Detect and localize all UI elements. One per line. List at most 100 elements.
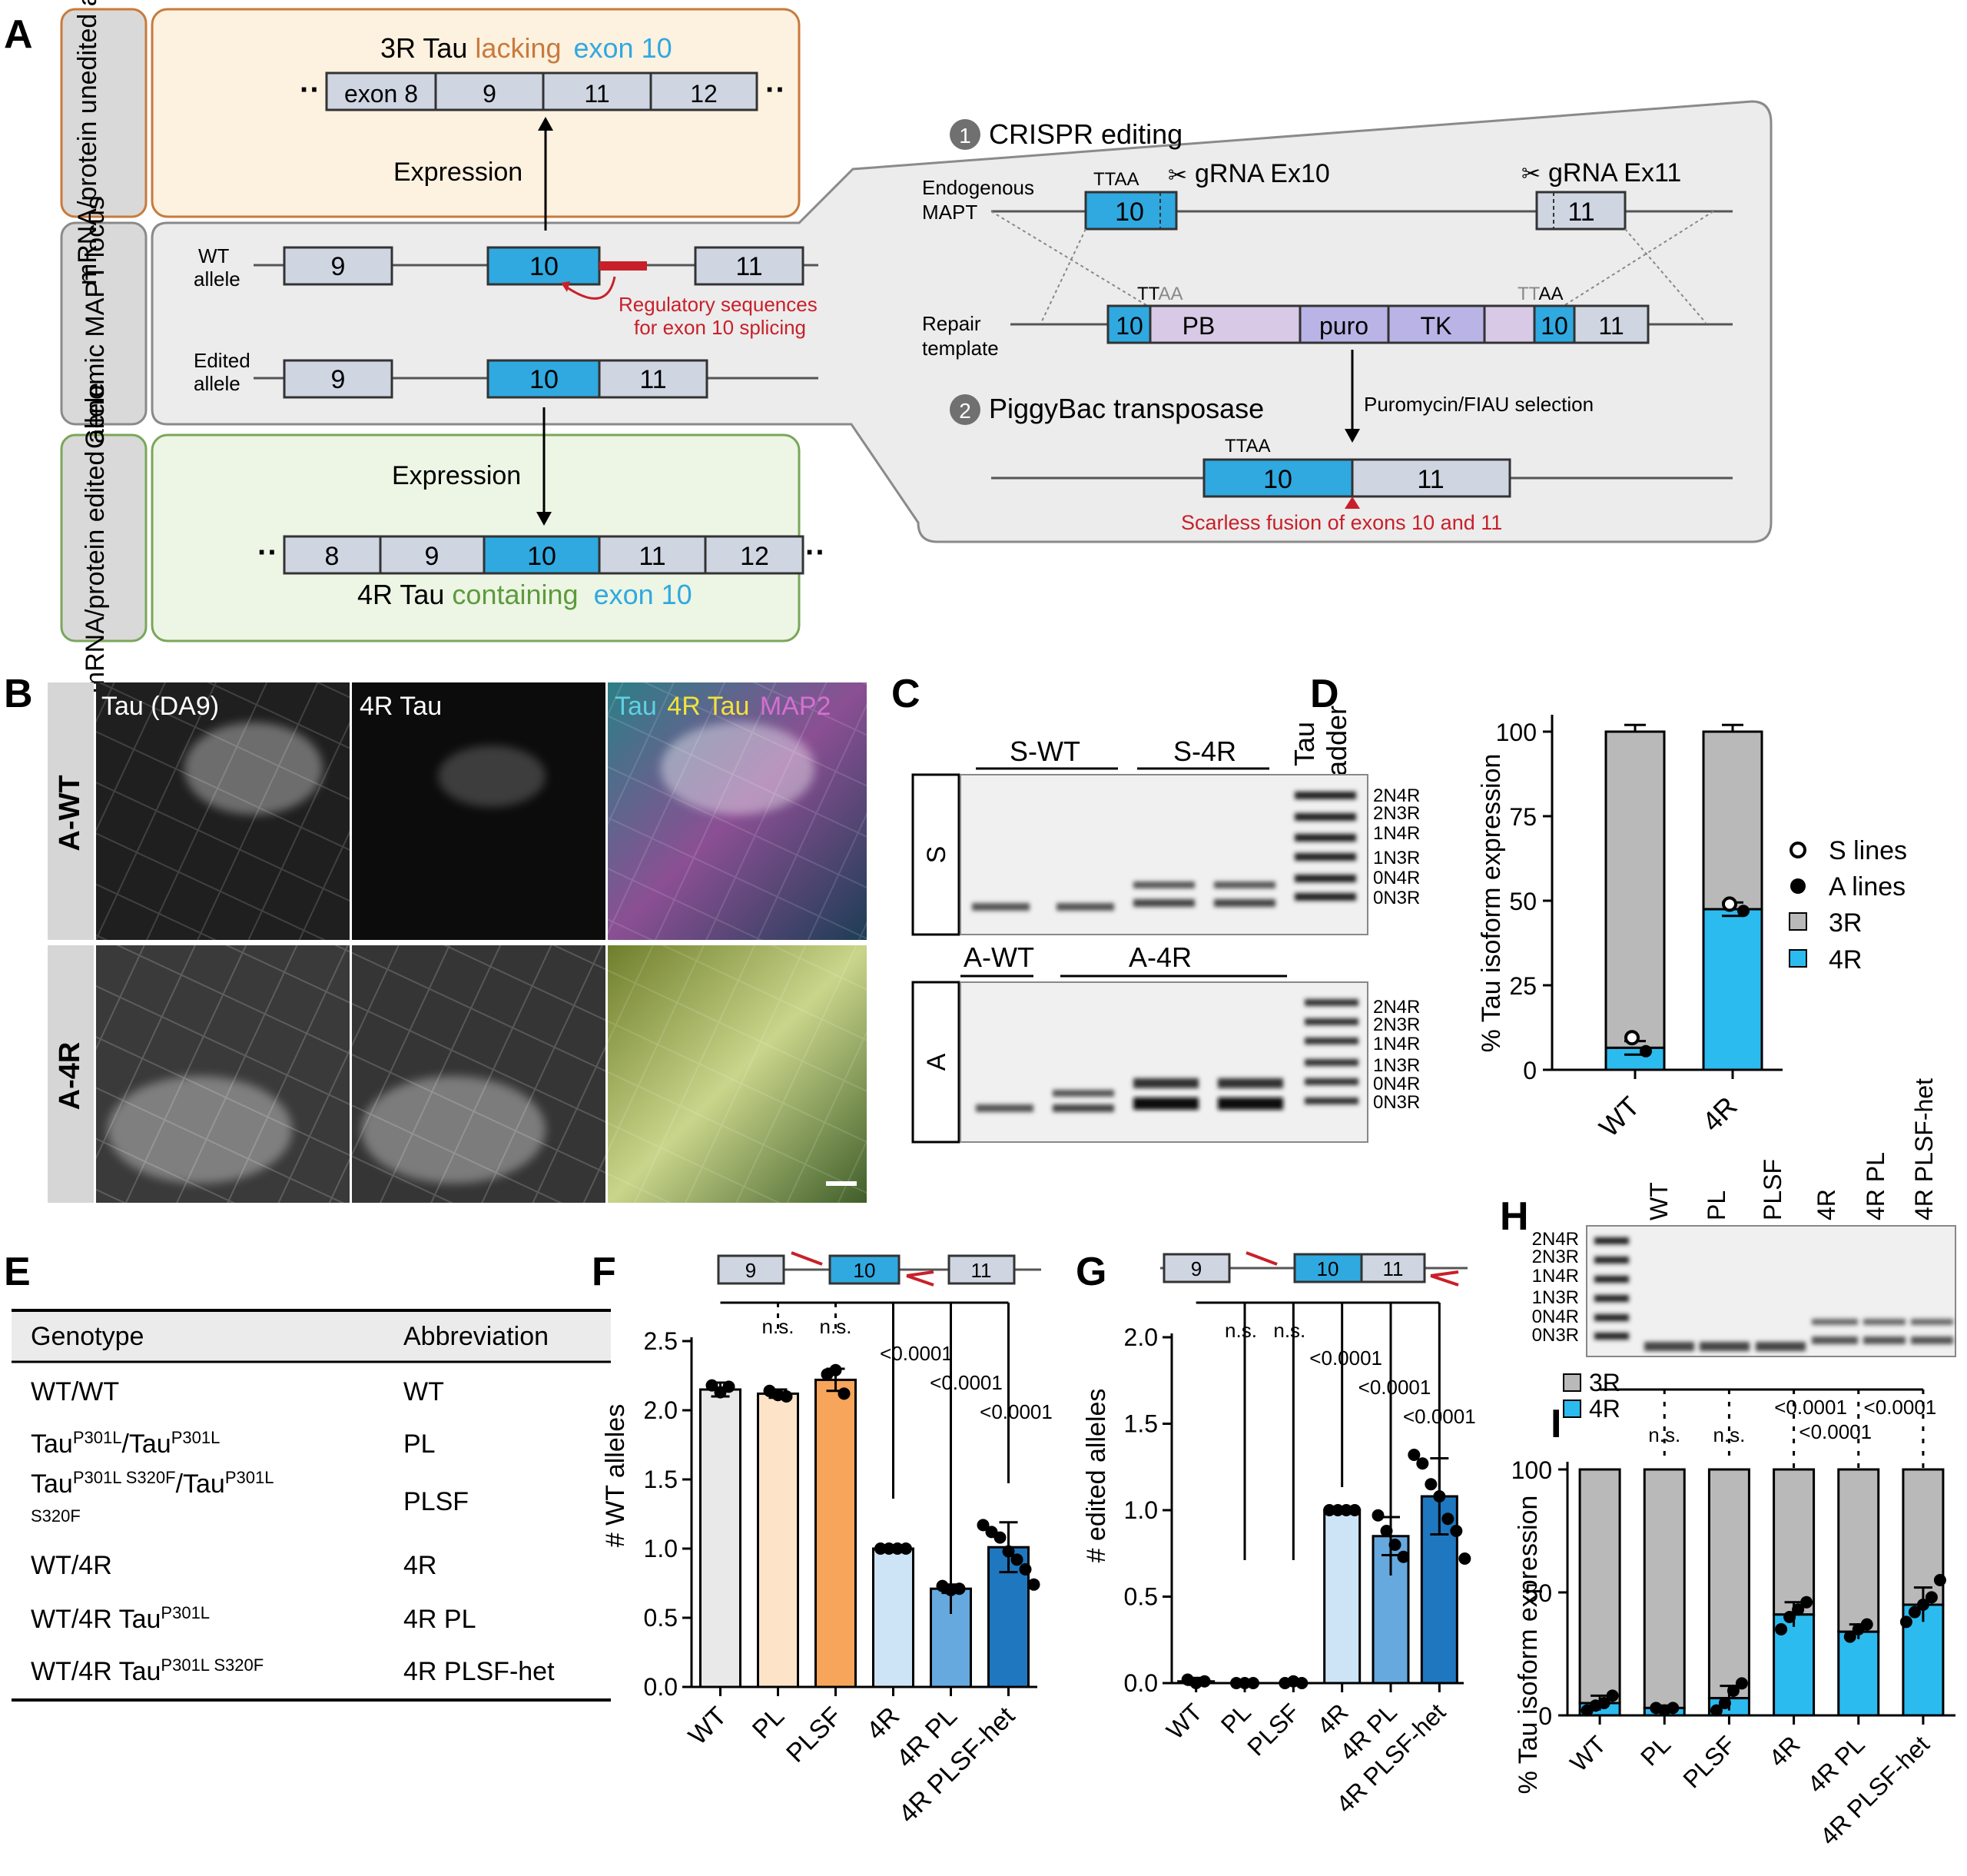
f-point-5-6: [1027, 1578, 1040, 1591]
i-stat-label-3: <0.0001: [1799, 1420, 1872, 1443]
i-point-4-2: [1860, 1618, 1873, 1631]
d-legend: S lines A lines 3R 4R: [1789, 836, 1907, 975]
svg-text:TTAA: TTAA: [1518, 284, 1564, 304]
i-xlabel-1: PL: [1635, 1730, 1676, 1771]
final-ttaa: TTAA: [1225, 436, 1271, 457]
i-point-2-0: [1710, 1704, 1723, 1717]
i-stat-label-4: <0.0001: [1864, 1396, 1937, 1419]
f-bar-3: [872, 1547, 914, 1688]
micrograph-a4r-tau: [96, 945, 350, 1203]
panel-c: S-WT S-4R Tau ladder S 2N4R 2N3R 1N4R: [911, 706, 1420, 1144]
e-row2-g2: /Tau: [121, 1429, 171, 1459]
svg-text:··: ··: [257, 536, 278, 569]
i-stat-label-1: n.s.: [1713, 1423, 1745, 1446]
g-point-3-0: [1323, 1504, 1336, 1516]
g-point-4-3: [1397, 1550, 1410, 1563]
h-iso-4: 0N4R: [1532, 1307, 1579, 1327]
h-iso-3: 1N3R: [1532, 1287, 1579, 1308]
g-point-1-1: [1239, 1677, 1251, 1689]
scissors-icon-2: ✂: [1521, 161, 1541, 187]
i-point-0-3: [1606, 1689, 1619, 1702]
d-legend-s: S lines: [1829, 836, 1907, 865]
merge-4r: 4R Tau: [667, 692, 749, 721]
expression-top: Expression: [393, 158, 522, 187]
f-chart-ytick-label-4: 2.0: [644, 1396, 678, 1424]
i-point-5-0: [1899, 1615, 1912, 1629]
g-exon-9: 9: [1191, 1257, 1202, 1280]
ladder-label-2: ladder: [1321, 706, 1352, 782]
endogenous-2: MAPT: [922, 201, 977, 224]
expression-bottom: Expression: [392, 461, 521, 490]
top-title-3: exon 10: [574, 32, 672, 64]
bot-title-1: 4R Tau: [357, 579, 452, 610]
merge-tau: Tau: [615, 692, 657, 721]
side-label-3: mRNA/protein edited allele: [81, 383, 110, 693]
f-point-3-2: [891, 1542, 904, 1555]
i-legend-4r: 4R: [1589, 1395, 1620, 1423]
step-1-num: 1: [959, 124, 971, 148]
d-ytick-label-2: 50: [1509, 888, 1537, 915]
f-point-5-5: [1019, 1563, 1032, 1576]
i-legend: 3R 4R: [1563, 1369, 1620, 1423]
g-exon-11: 11: [1383, 1257, 1404, 1280]
g-point-3-2: [1340, 1504, 1353, 1516]
i-bar-3r-3: [1773, 1468, 1816, 1616]
ed-exon-9: 9: [331, 365, 346, 394]
c-s-iso-1: 2N3R: [1373, 803, 1420, 824]
c-a-iso-1: 2N3R: [1373, 1014, 1420, 1035]
i-legend-3r: 3R: [1589, 1369, 1620, 1396]
f-chart-ytick-label-1: 0.5: [644, 1604, 678, 1632]
f-chart-ytick-label-0: 0.0: [644, 1673, 678, 1701]
g-point-0-2: [1198, 1675, 1211, 1688]
g-primer-fwd: [1246, 1251, 1278, 1266]
i-xlabel-0: WT: [1564, 1730, 1611, 1777]
svg-text:··: ··: [765, 73, 786, 107]
h-lane-label-3: 4R: [1813, 1189, 1840, 1220]
rep-10b: 10: [1541, 312, 1568, 340]
f-point-2-2: [838, 1387, 851, 1400]
d-legend-3r: 3R: [1829, 908, 1862, 938]
c-s-iso-3: 1N3R: [1373, 848, 1420, 868]
svg-text:··: ··: [300, 73, 320, 107]
edited-label-2: allele: [194, 372, 240, 395]
i-point-5-4: [1933, 1574, 1946, 1586]
g-chart-ytick-label-3: 1.5: [1124, 1410, 1158, 1438]
e-header-genotype: Genotype: [31, 1322, 144, 1351]
f-bar-2: [814, 1378, 857, 1688]
wt-exon-9: 9: [331, 252, 346, 281]
d-ytick-label-1: 25: [1509, 972, 1537, 1000]
panel-label-c: C: [891, 672, 920, 716]
svg-text:mRNA/protein unedited allele: mRNA/protein unedited allele: [73, 0, 102, 285]
h-iso-2: 1N4R: [1532, 1266, 1579, 1287]
f-bar-0: [699, 1388, 741, 1688]
d-a-point-0-0: [1640, 1044, 1652, 1058]
e-row2-a: PL: [403, 1429, 436, 1459]
g-chart-xlabel-2: PLSF: [1242, 1698, 1305, 1761]
rep-pb: PB: [1183, 312, 1216, 340]
f-primer-rev: [906, 1270, 934, 1287]
g-stat-label-2: <0.0001: [1309, 1346, 1382, 1370]
f-stat-label-4: <0.0001: [980, 1400, 1053, 1423]
d-xlabel-0: WT: [1593, 1091, 1646, 1144]
f-point-0-2: [722, 1380, 735, 1393]
i-ytick-label-1: 50: [1524, 1579, 1552, 1607]
rep-aa: AA: [1159, 284, 1183, 304]
g-point-1-2: [1247, 1677, 1259, 1689]
i-xlabel-2: PLSF: [1677, 1730, 1740, 1793]
e-row3-a: PLSF: [403, 1487, 469, 1516]
blot-a-label: A: [922, 1053, 951, 1071]
d-legend-4r: 4R: [1829, 945, 1862, 975]
micrograph-awt-4r: [352, 682, 605, 940]
d-ytick-label-3: 75: [1509, 803, 1537, 831]
rep-tt2: TT: [1518, 284, 1541, 304]
d-ytick-label-0: 0: [1523, 1057, 1537, 1084]
g-point-4-0: [1372, 1509, 1385, 1522]
f-point-3-0: [874, 1542, 887, 1555]
panel-a: mRNA/protein unedited allele Genomic MAP…: [60, 0, 1773, 693]
ed-exon-11: 11: [639, 365, 666, 394]
regulatory-2: for exon 10 splicing: [634, 316, 806, 339]
i-point-5-2: [1916, 1599, 1929, 1611]
bot-exon-11: 11: [639, 542, 665, 571]
panel-label-h: H: [1500, 1194, 1529, 1239]
